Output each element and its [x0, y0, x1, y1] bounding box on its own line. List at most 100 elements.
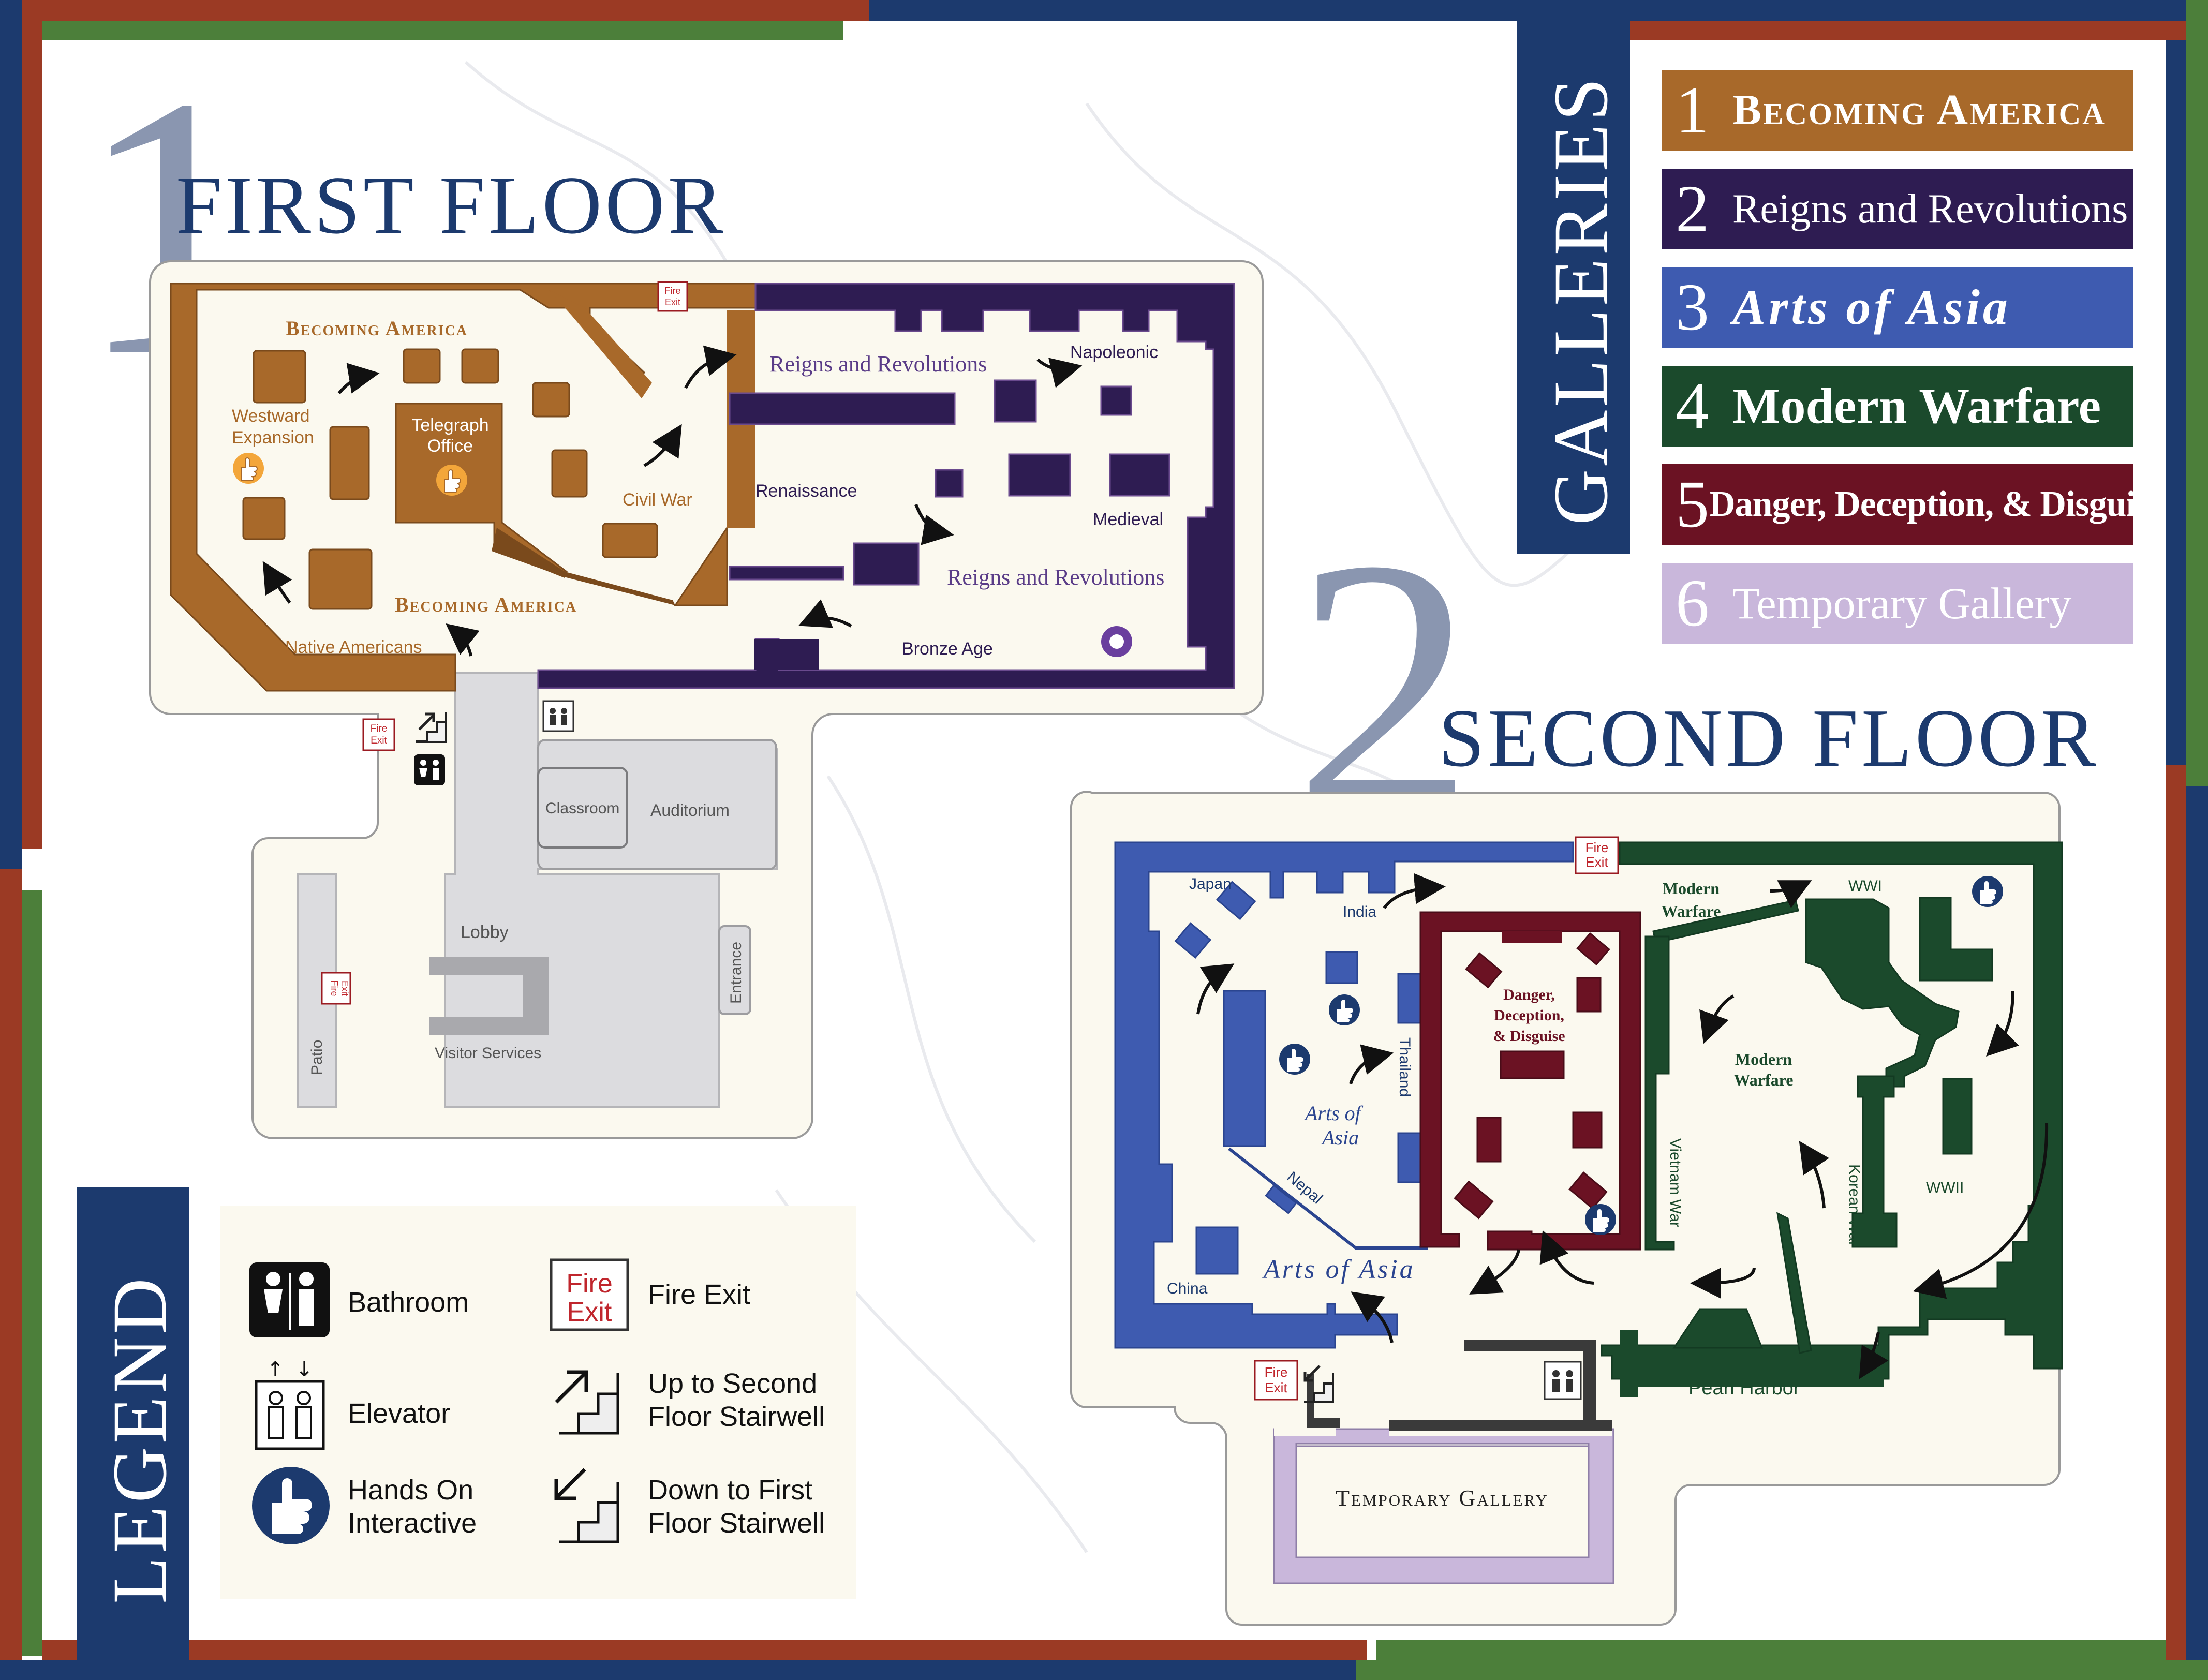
- label-korean-war: Korean War: [1846, 1164, 1863, 1246]
- galleries-heading: GALLERIES: [1538, 75, 1624, 525]
- svg-text:Exit: Exit: [665, 297, 680, 307]
- gallery-number: 6: [1676, 566, 1709, 641]
- label-wwii: WWII: [1926, 1179, 1964, 1196]
- label-danger-3: & Disguise: [1493, 1028, 1565, 1045]
- svg-text:Fire: Fire: [371, 723, 388, 734]
- hands-on-icon: [1972, 876, 2003, 907]
- label-modern-warfare-top-1: Modern: [1663, 879, 1720, 898]
- gallery-name: Reigns and Revolutions: [1732, 186, 2128, 232]
- hands-on-icon: [436, 464, 468, 496]
- svg-text:Fire: Fire: [1265, 1364, 1288, 1380]
- label-arts-of-asia-1b: Asia: [1321, 1126, 1359, 1149]
- gallery-item-temporary-gallery[interactable]: 6 Temporary Gallery: [1662, 563, 2133, 644]
- fire-exit-icon: Fire Exit: [362, 718, 395, 751]
- legend-bathroom-label: Bathroom: [348, 1287, 469, 1318]
- svg-text:Fire: Fire: [566, 1269, 613, 1299]
- gallery-item-reigns-and-revolutions[interactable]: 2 Reigns and Revolutions: [1662, 169, 2133, 249]
- gallery-item-arts-of-asia[interactable]: 3 Arts of Asia: [1662, 267, 2133, 348]
- label-auditorium: Auditorium: [650, 801, 730, 820]
- legend-fire-exit-label: Fire Exit: [648, 1279, 751, 1310]
- svg-text:Exit: Exit: [567, 1297, 612, 1327]
- label-japan: Japan: [1189, 875, 1232, 893]
- legend-banner: [77, 1187, 189, 1661]
- gallery-name: Danger, Deception, & Disguise: [1709, 484, 2165, 524]
- label-danger-2: Deception,: [1494, 1007, 1564, 1024]
- legend-icons: ↑ ↓ Fire Exit: [249, 1258, 629, 1544]
- down-stairs-icon: [554, 1468, 619, 1543]
- label-india: India: [1343, 903, 1376, 920]
- elevator-icon: ↑ ↓: [255, 1358, 325, 1450]
- label-modern-warfare-top-2: Warfare: [1662, 902, 1721, 920]
- bathroom-icon: [249, 1262, 330, 1337]
- label-lobby: Lobby: [461, 923, 509, 942]
- label-bronze-age: Bronze Age: [902, 639, 993, 659]
- galleries-banner: [1517, 21, 1630, 554]
- gallery-item-becoming-america[interactable]: 1 Becoming America: [1662, 70, 2133, 151]
- label-china: China: [1167, 1280, 1208, 1297]
- fire-exit-icon: Fire Exit: [321, 972, 351, 1005]
- label-westward-2: Expansion: [232, 428, 314, 448]
- up-stairs-icon: [555, 1370, 619, 1435]
- svg-text:Exit: Exit: [371, 735, 387, 746]
- svg-text:↑: ↑: [266, 1358, 284, 1381]
- up-stairs-icon: [416, 712, 447, 743]
- gallery-item-modern-warfare[interactable]: 4 Modern Warfare: [1662, 366, 2133, 447]
- svg-text:Exit: Exit: [1265, 1380, 1287, 1395]
- first-floor-plan: Fire Exit Fire Exit Fire Exit: [149, 260, 1264, 1139]
- fire-exit-icon: Fire Exit: [1254, 1360, 1298, 1401]
- hands-on-icon: [1279, 1044, 1310, 1075]
- hands-on-icon: [252, 1467, 330, 1544]
- svg-text:Fire: Fire: [329, 980, 339, 997]
- svg-text:Exit: Exit: [1585, 854, 1608, 870]
- label-reigns-top: Reigns and Revolutions: [769, 351, 987, 377]
- floor-2-title: SECOND FLOOR: [1439, 692, 2099, 784]
- label-napoleonic: Napoleonic: [1070, 343, 1158, 362]
- label-temporary-gallery: Temporary Gallery: [1336, 1485, 1549, 1511]
- gallery-number: 5: [1676, 467, 1709, 542]
- svg-text:Fire: Fire: [665, 286, 681, 296]
- elevator-icon: [542, 700, 574, 732]
- label-thailand: Thailand: [1396, 1037, 1413, 1097]
- label-classroom: Classroom: [545, 800, 619, 817]
- label-becoming-america-bottom: Becoming America: [395, 593, 577, 616]
- floor-1-title: FIRST FLOOR: [176, 159, 726, 251]
- hands-on-icon: [1329, 994, 1360, 1025]
- gallery-number: 1: [1676, 73, 1709, 147]
- hands-on-icon: [1585, 1204, 1616, 1235]
- gallery-item-danger-deception-disguise[interactable]: 5 Danger, Deception, & Disguise: [1662, 464, 2165, 545]
- svg-text:Exit: Exit: [339, 980, 350, 996]
- gallery-name: Modern Warfare: [1732, 378, 2101, 434]
- fire-exit-icon: Fire Exit: [657, 281, 688, 312]
- down-stairs-icon: [1303, 1365, 1334, 1403]
- label-modern-warfare-mid-2: Warfare: [1734, 1071, 1794, 1089]
- svg-text:↓: ↓: [295, 1358, 313, 1381]
- label-native-americans: Native Americans: [285, 637, 422, 657]
- label-entrance: Entrance: [728, 942, 745, 1004]
- label-arts-of-asia-1: Arts of: [1303, 1102, 1364, 1125]
- gallery-name: Temporary Gallery: [1732, 578, 2072, 628]
- legend-down-stairs-label: Down to First Floor Stairwell: [648, 1475, 825, 1539]
- label-wwi: WWI: [1848, 878, 1882, 895]
- gallery-number: 3: [1676, 270, 1709, 345]
- gallery-number: 2: [1676, 172, 1709, 246]
- route-arrows: [1196, 873, 2049, 1379]
- svg-text:Fire: Fire: [1585, 840, 1609, 855]
- fire-exit-icon: Fire Exit: [550, 1258, 629, 1331]
- hands-on-icon: [232, 452, 264, 484]
- gallery-name: Becoming America: [1732, 86, 2106, 134]
- label-civil-war: Civil War: [623, 490, 692, 510]
- fire-exit-icon: Fire Exit: [1575, 836, 1619, 874]
- gallery-name: Arts of Asia: [1732, 279, 2011, 335]
- bathroom-icon: [414, 754, 445, 785]
- label-telegraph: Telegraph: [411, 415, 488, 435]
- label-vietnam-war: Vietnam War: [1667, 1138, 1684, 1227]
- label-modern-warfare-mid-1: Modern: [1735, 1050, 1792, 1068]
- label-reigns-bottom: Reigns and Revolutions: [947, 564, 1164, 590]
- gallery-number: 4: [1676, 369, 1709, 443]
- legend-heading: LEGEND: [97, 1275, 183, 1604]
- label-medieval: Medieval: [1093, 510, 1163, 529]
- label-becoming-america-top: Becoming America: [286, 317, 468, 340]
- label-telegraph-2: Office: [427, 436, 473, 456]
- legend-up-stairs-label: Up to Second Floor Stairwell: [648, 1368, 825, 1432]
- second-floor-plan: Fire Exit Fire Exit: [1070, 791, 2063, 1626]
